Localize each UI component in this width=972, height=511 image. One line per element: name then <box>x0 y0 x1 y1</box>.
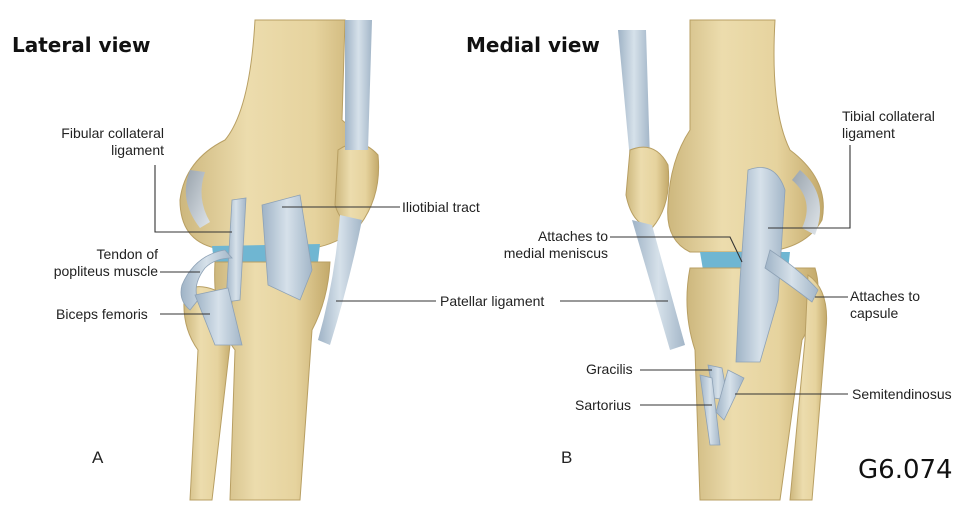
label-attaches-to-capsule: Attaches to capsule <box>850 288 920 322</box>
medial-capsule-band <box>764 249 819 303</box>
medial-tibial-collateral <box>735 167 786 363</box>
lateral-biceps-femoris <box>194 287 243 346</box>
lateral-patella <box>334 143 380 226</box>
medial-patellar-ligament <box>632 220 685 350</box>
label-meniscus-line2: medial meniscus <box>503 245 608 261</box>
label-meniscus-line1: Attaches to <box>537 228 608 244</box>
lateral-condyle-cartilage <box>185 170 210 228</box>
medial-view-title: Medial view <box>466 33 600 57</box>
label-sartorius: Sartorius <box>575 397 632 413</box>
figure-code: G6.074 <box>858 455 953 485</box>
lateral-fibular-collateral <box>225 197 247 303</box>
medial-patella <box>625 146 670 229</box>
leader-fibular-collateral <box>154 165 232 233</box>
panel-letter-a: A <box>92 448 104 467</box>
lateral-iliotibial-tract <box>261 194 313 301</box>
label-patellar-ligament: Patellar ligament <box>440 293 545 309</box>
label-popliteus-line2: popliteus muscle <box>53 263 158 279</box>
medial-quad-tendon <box>618 30 650 160</box>
label-capsule-line1: Attaches to <box>850 288 921 304</box>
label-tendon-of-popliteus: Tendon of popliteus muscle <box>36 246 158 280</box>
medial-sartorius-tendon <box>699 374 721 446</box>
label-capsule-line2: capsule <box>850 305 899 321</box>
label-tibial-collateral-ligament: Tibial collateral ligament <box>842 108 935 142</box>
label-gracilis: Gracilis <box>586 361 633 377</box>
label-fibular-collateral-line2: ligament <box>111 142 164 158</box>
label-attaches-to-medial-meniscus: Attaches to medial meniscus <box>488 228 608 262</box>
label-tibial-collateral-line1: Tibial collateral <box>842 108 935 124</box>
leader-lines <box>154 145 851 406</box>
leader-meniscus <box>610 236 743 263</box>
label-fibular-collateral-ligament: Fibular collateral ligament <box>44 125 164 159</box>
panel-letter-b: B <box>561 448 573 467</box>
lateral-knee <box>179 19 380 501</box>
label-tibial-collateral-line2: ligament <box>842 125 895 141</box>
label-popliteus-line1: Tendon of <box>96 246 159 262</box>
medial-fibula <box>789 274 828 501</box>
medial-condyle-cartilage <box>792 170 820 235</box>
lateral-view-title: Lateral view <box>12 33 151 57</box>
label-fibular-collateral-line1: Fibular collateral <box>61 125 164 141</box>
label-semitendinosus: Semitendinosus <box>852 386 952 402</box>
medial-semitendinosus-tendon <box>715 369 745 421</box>
medial-knee <box>618 19 828 501</box>
label-iliotibial-tract: Iliotibial tract <box>402 199 480 215</box>
leader-tibial-collateral <box>768 145 851 229</box>
lateral-patellar-ligament <box>318 215 362 345</box>
label-biceps-femoris: Biceps femoris <box>56 306 148 322</box>
lateral-quad-tendon <box>345 20 372 150</box>
